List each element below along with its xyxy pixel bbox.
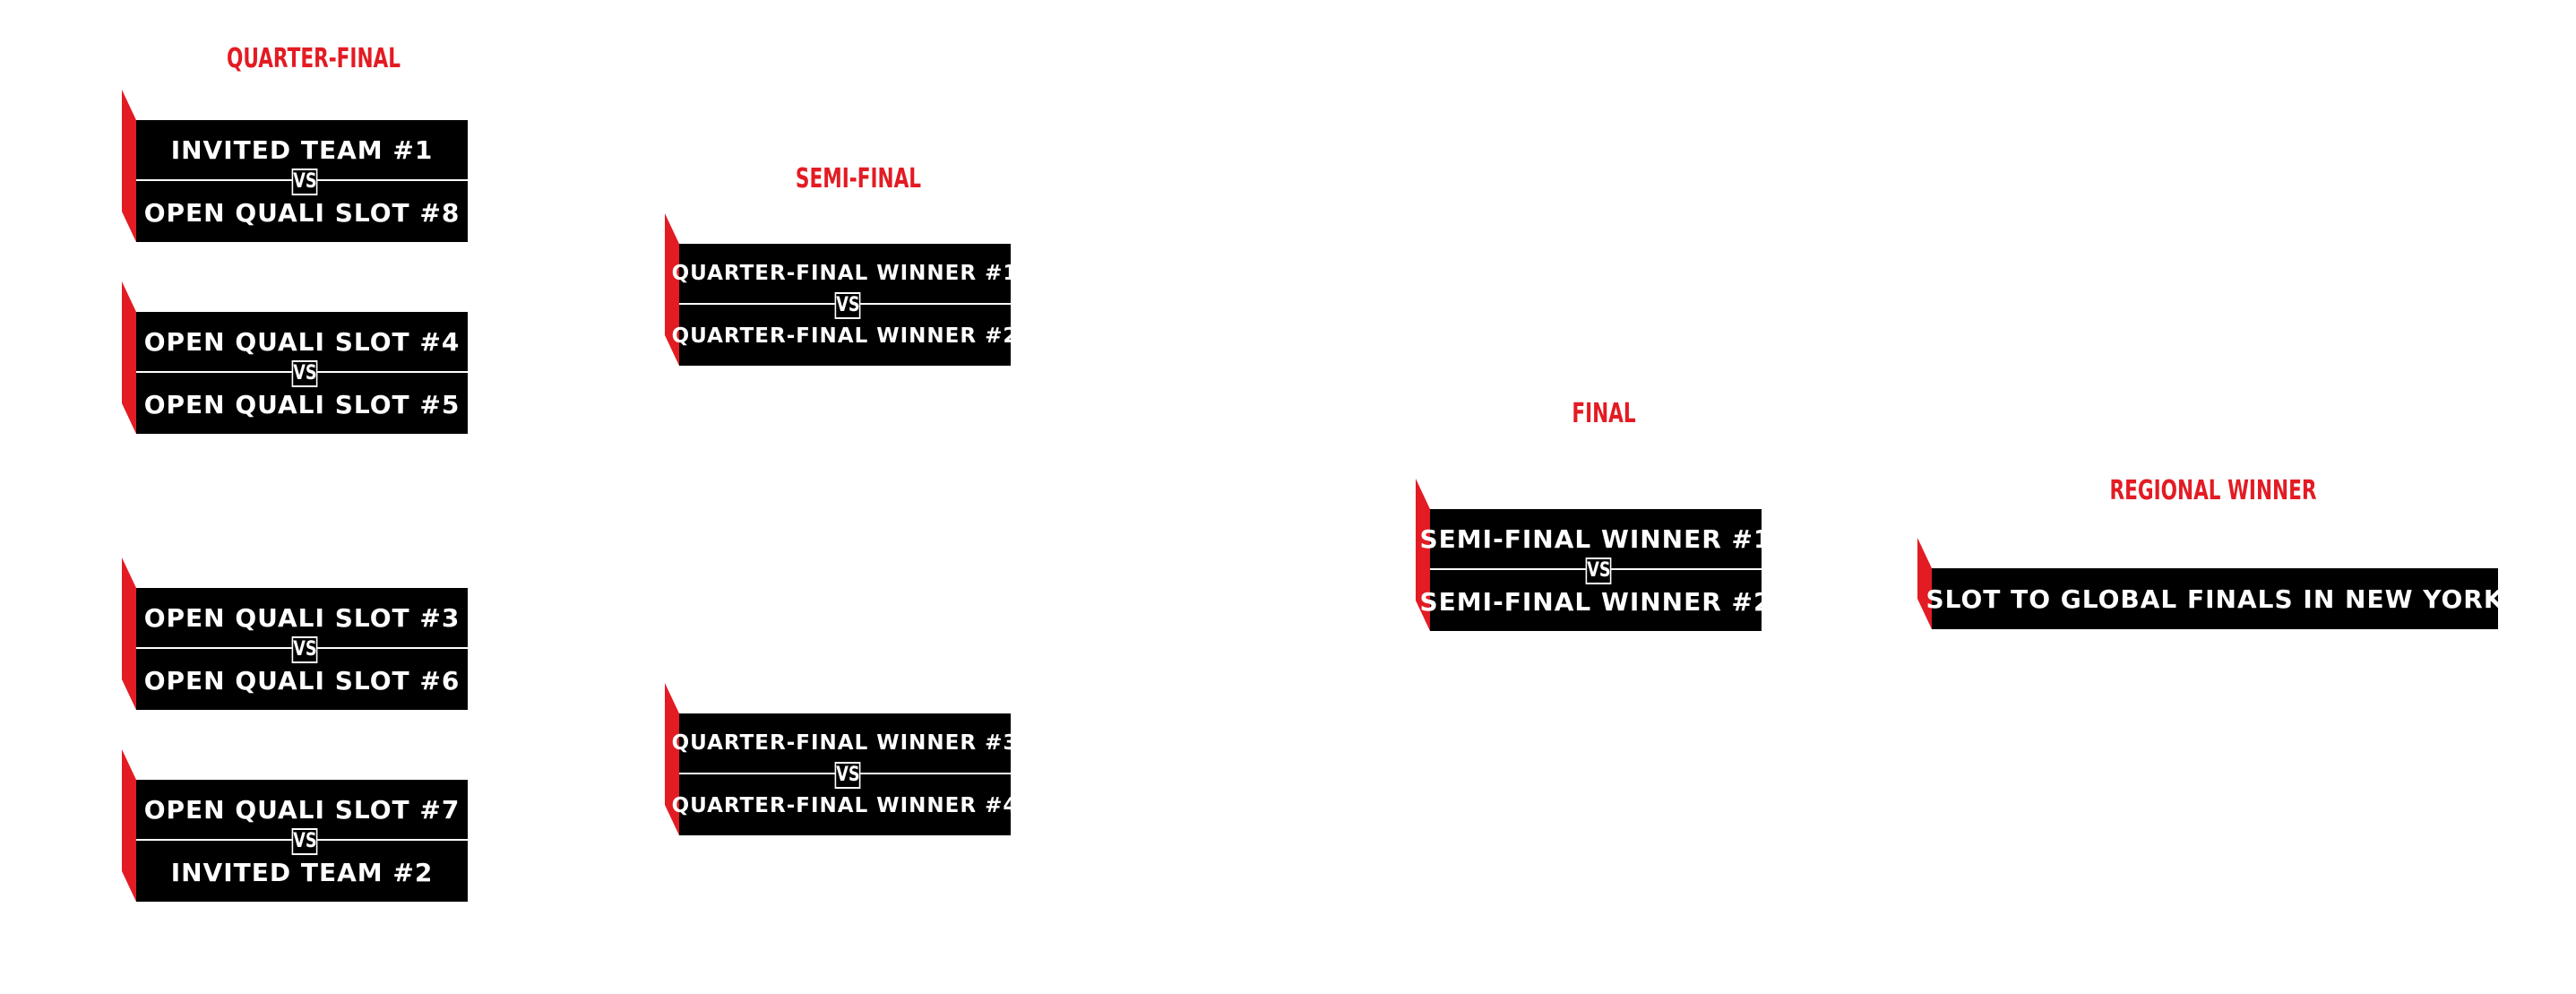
match-accent (665, 683, 679, 835)
match-accent (122, 281, 136, 434)
team-slot: OPEN QUALI SLOT #4 (136, 312, 468, 371)
regional-winner-slot: SLOT TO GLOBAL FINALS IN NEW YORK (1917, 538, 2503, 629)
regional-winner-title: REGIONAL WINNER (2109, 475, 2317, 506)
vs-badge: VS (291, 169, 318, 195)
vs-badge: VS (1585, 558, 1612, 584)
match-accent (122, 749, 136, 902)
regional-winner-label: SLOT TO GLOBAL FINALS IN NEW YORK (1926, 568, 2503, 629)
team-slot: QUARTER-FINAL WINNER #2 (672, 307, 1017, 366)
team-slot: QUARTER-FINAL WINNER #1 (672, 244, 1017, 303)
match-accent (665, 213, 679, 366)
quarter-final-match-1: INVITED TEAM #1 OPEN QUALI SLOT #8 VS (122, 90, 468, 242)
match-accent (122, 558, 136, 710)
semi-final-match-2: QUARTER-FINAL WINNER #3 QUARTER-FINAL WI… (665, 683, 1017, 835)
quarter-final-match-2: OPEN QUALI SLOT #4 OPEN QUALI SLOT #5 VS (122, 281, 468, 434)
quarter-final-match-3: OPEN QUALI SLOT #3 OPEN QUALI SLOT #6 VS (122, 558, 468, 710)
final-match: SEMI-FINAL WINNER #1 SEMI-FINAL WINNER #… (1416, 479, 1771, 631)
match-accent (1416, 479, 1430, 631)
semi-final-title: SEMI-FINAL (795, 163, 922, 194)
team-slot: OPEN QUALI SLOT #8 (136, 183, 468, 242)
team-slot: OPEN QUALI SLOT #5 (136, 375, 468, 434)
vs-badge: VS (834, 292, 861, 319)
vs-badge: VS (291, 828, 318, 855)
vs-badge: VS (834, 762, 861, 789)
vs-badge: VS (291, 360, 318, 387)
match-accent (122, 90, 136, 242)
winner-accent (1917, 538, 1932, 629)
quarter-final-match-4: OPEN QUALI SLOT #7 INVITED TEAM #2 VS (122, 749, 468, 902)
vs-badge: VS (291, 636, 318, 663)
semi-final-match-1: QUARTER-FINAL WINNER #1 QUARTER-FINAL WI… (665, 213, 1017, 366)
quarter-final-title: QUARTER-FINAL (226, 43, 401, 74)
final-title: FINAL (1572, 398, 1636, 429)
